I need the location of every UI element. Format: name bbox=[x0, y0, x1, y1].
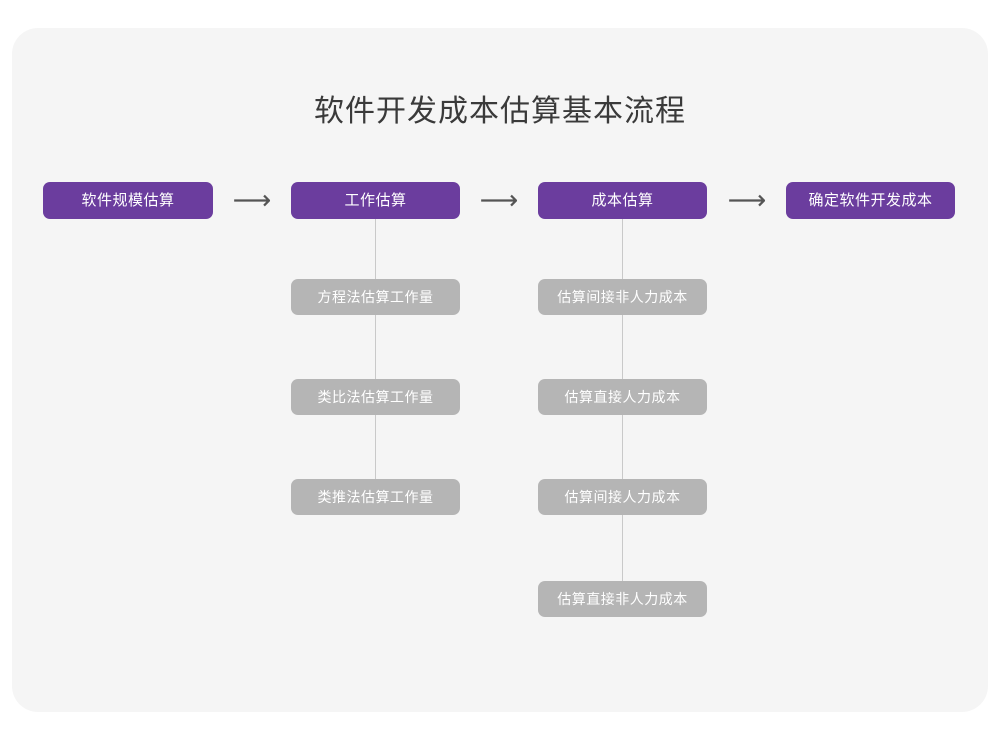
connector-line bbox=[622, 315, 623, 379]
stage-node-software-scale-estimation[interactable]: 软件规模估算 bbox=[43, 182, 213, 219]
connector-line bbox=[375, 219, 376, 279]
sub-node-analogy-method-effort[interactable]: 类比法估算工作量 bbox=[291, 379, 460, 415]
connector-line bbox=[622, 515, 623, 581]
connector-line bbox=[375, 415, 376, 479]
arrow-right-icon: ⟶ bbox=[232, 185, 272, 215]
sub-node-direct-labor-cost[interactable]: 估算直接人力成本 bbox=[538, 379, 707, 415]
sub-node-equation-method-effort[interactable]: 方程法估算工作量 bbox=[291, 279, 460, 315]
stage-node-determine-development-cost[interactable]: 确定软件开发成本 bbox=[786, 182, 955, 219]
connector-line bbox=[622, 219, 623, 279]
sub-node-direct-nonlabor-cost[interactable]: 估算直接非人力成本 bbox=[538, 581, 707, 617]
connector-line bbox=[622, 415, 623, 479]
sub-node-analogue-method-effort[interactable]: 类推法估算工作量 bbox=[291, 479, 460, 515]
arrow-right-icon: ⟶ bbox=[727, 185, 767, 215]
sub-node-indirect-nonlabor-cost[interactable]: 估算间接非人力成本 bbox=[538, 279, 707, 315]
connector-line bbox=[375, 315, 376, 379]
arrow-right-icon: ⟶ bbox=[479, 185, 519, 215]
stage-node-work-estimation[interactable]: 工作估算 bbox=[291, 182, 460, 219]
diagram-card bbox=[12, 28, 988, 712]
stage-node-cost-estimation[interactable]: 成本估算 bbox=[538, 182, 707, 219]
sub-node-indirect-labor-cost[interactable]: 估算间接人力成本 bbox=[538, 479, 707, 515]
page-title: 软件开发成本估算基本流程 bbox=[314, 95, 686, 128]
